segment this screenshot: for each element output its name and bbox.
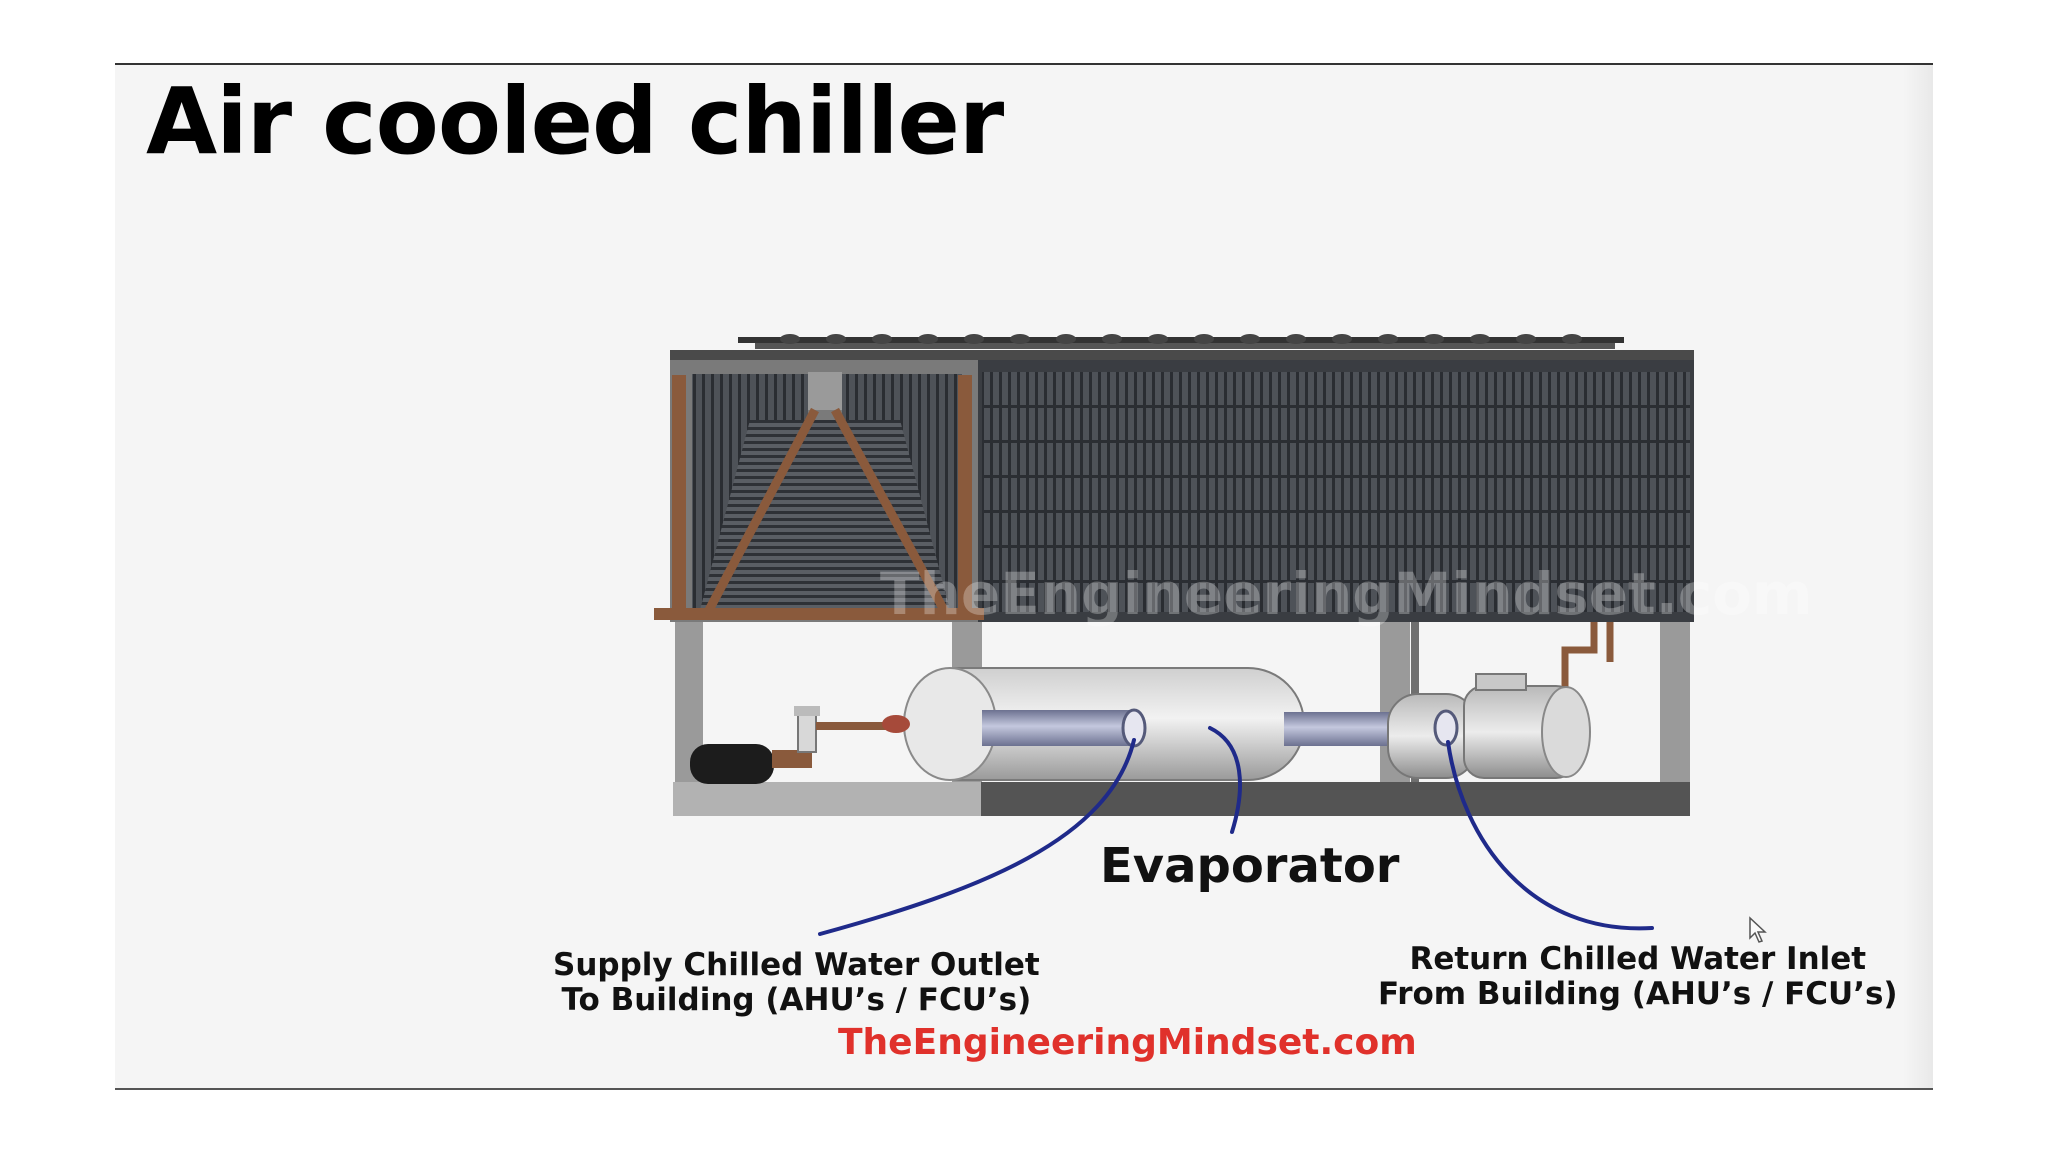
fan-bump	[1516, 334, 1536, 344]
page-title: Air cooled chiller	[146, 68, 1004, 175]
fan-bump	[780, 334, 800, 344]
compressor	[690, 706, 896, 784]
fan-bump	[826, 334, 846, 344]
fan-bump	[1010, 334, 1030, 344]
supply-outlet-label-line2: To Building (AHU’s / FCU’s)	[561, 982, 1032, 1018]
watermark: TheEngineeringMindset.com	[880, 560, 1813, 628]
fan-bump	[1332, 334, 1352, 344]
condenser-coil-right	[982, 372, 1690, 612]
fan-rail	[738, 337, 1624, 349]
fan-bump	[1194, 334, 1214, 344]
fan-bump	[964, 334, 984, 344]
fan-bump	[1378, 334, 1398, 344]
condenser-coil-v-section	[654, 372, 984, 620]
fan-bumps	[780, 334, 1582, 344]
fan-bump	[1056, 334, 1076, 344]
pump	[1387, 673, 1591, 779]
fan-bump	[1470, 334, 1490, 344]
leader-line-return	[1446, 740, 1654, 931]
fan-bump	[918, 334, 938, 344]
return-inlet-label: Return Chilled Water Inlet From Building…	[1378, 942, 1898, 1012]
fan-bump	[1102, 334, 1122, 344]
leader-line-evaporator	[1208, 726, 1242, 834]
footer-url[interactable]: TheEngineeringMindset.com	[838, 1022, 1417, 1063]
supply-outlet-label-line1: Supply Chilled Water Outlet	[553, 947, 1040, 983]
fan-bump	[1424, 334, 1444, 344]
fan-bump	[1148, 334, 1168, 344]
leader-lines	[818, 726, 1654, 936]
return-inlet-label-line1: Return Chilled Water Inlet	[1409, 941, 1867, 977]
evaporator-label: Evaporator	[1100, 838, 1400, 894]
fan-bump	[872, 334, 892, 344]
fan-bump	[1286, 334, 1306, 344]
fan-bump	[1240, 334, 1260, 344]
slide-edge-shade	[1903, 65, 1933, 1088]
return-inlet-label-line2: From Building (AHU’s / FCU’s)	[1378, 976, 1898, 1012]
cursor-icon	[1749, 916, 1767, 943]
fan-bump	[1562, 334, 1582, 344]
leader-line-supply	[818, 738, 1136, 936]
coil-horizontal-bands	[982, 405, 1690, 583]
supply-outlet-label: Supply Chilled Water Outlet To Building …	[553, 948, 1040, 1018]
supply-pipe	[982, 708, 1147, 748]
